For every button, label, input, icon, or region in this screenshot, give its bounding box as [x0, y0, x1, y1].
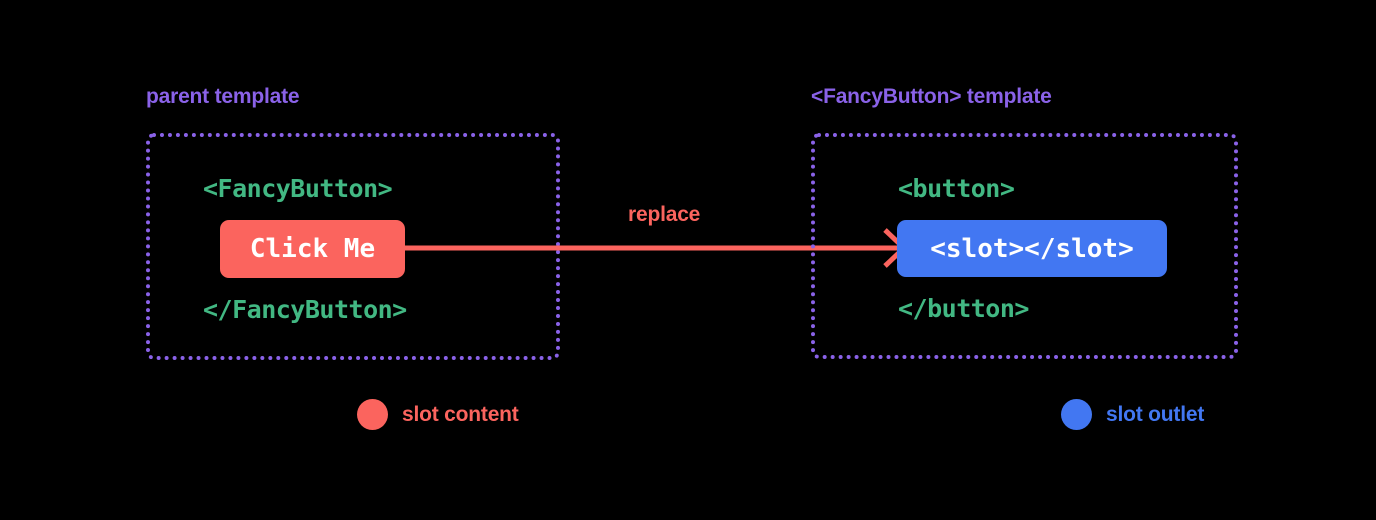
parent-close-tag: </FancyButton>: [203, 295, 407, 324]
replace-arrow-label: replace: [628, 203, 701, 226]
parent-template-caption: parent template: [146, 85, 300, 108]
legend-label-slot-content: slot content: [402, 402, 519, 426]
fancybutton-template-box: [811, 133, 1238, 359]
button-open-tag: <button>: [898, 174, 1015, 203]
parent-open-tag: <FancyButton>: [203, 174, 393, 203]
circle-icon: [1061, 399, 1092, 430]
legend-item-slot-outlet: slot outlet: [1061, 399, 1204, 430]
fancybutton-template-caption: <FancyButton> template: [811, 85, 1052, 108]
slot-outlet-chip[interactable]: <slot></slot>: [897, 220, 1167, 277]
legend-label-slot-outlet: slot outlet: [1106, 402, 1205, 426]
circle-icon: [357, 399, 388, 430]
slot-content-chip[interactable]: Click Me: [220, 220, 405, 278]
legend-item-slot-content: slot content: [357, 399, 519, 430]
button-close-tag: </button>: [898, 294, 1029, 323]
